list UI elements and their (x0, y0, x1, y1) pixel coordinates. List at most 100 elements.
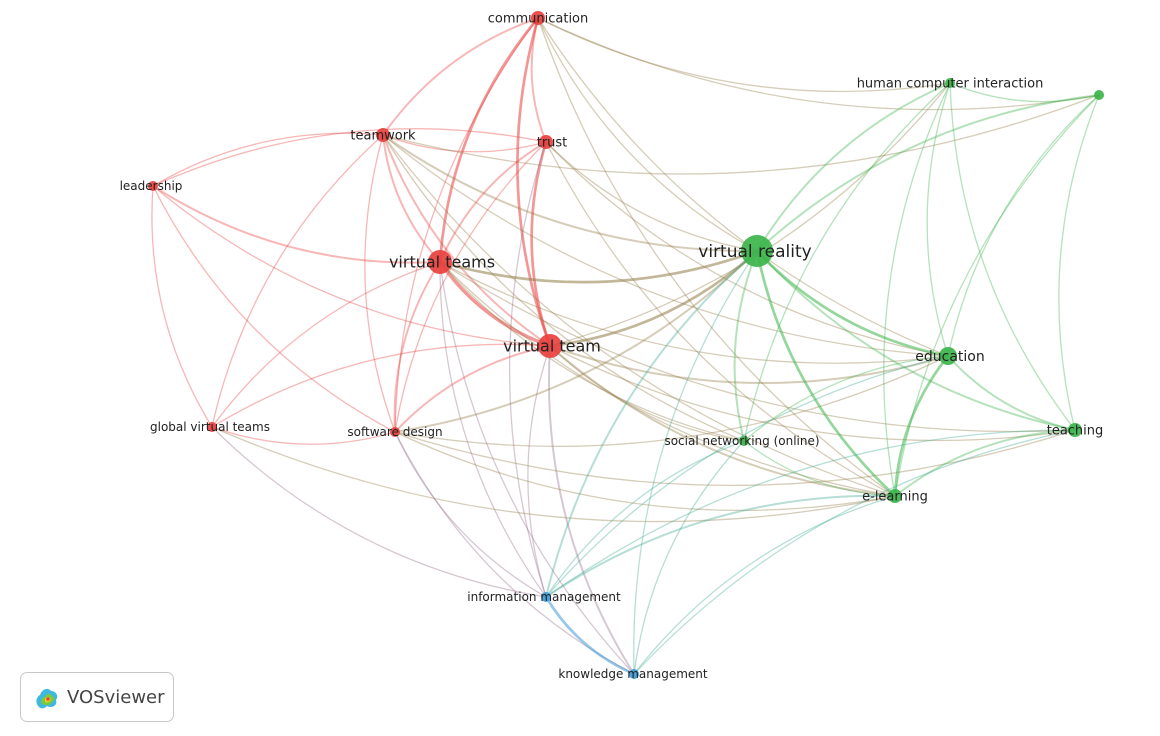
link-hci-green_unlabeled (949, 82, 1100, 103)
link-teamwork-software_design (364, 134, 396, 433)
node-e-learning[interactable] (888, 489, 902, 503)
label-education: education (915, 349, 984, 365)
link-communication-software_design (394, 17, 539, 433)
label-virtual-reality: virtual reality (698, 242, 811, 262)
link-software_design-education (394, 355, 949, 448)
node-virtual-teams[interactable] (428, 250, 452, 274)
link-trust-leadership (152, 128, 547, 187)
label-virtual-team: virtual team (503, 337, 601, 356)
vosviewer-logo-icon (36, 688, 58, 709)
label-global-virtual-teams: global virtual teams (150, 420, 270, 434)
link-virtual_reality-education (756, 250, 949, 358)
link-software_design-teaching (394, 429, 1076, 487)
link-teamwork-e_learning (382, 134, 896, 497)
label-hci: human computer interaction (857, 77, 1044, 92)
link-virtual_reality-knowledge_management (633, 250, 758, 675)
badge-title: VOSviewer (67, 686, 165, 708)
link-virtual_teams-virtual_team (438, 261, 551, 348)
node-virtual-team[interactable] (538, 334, 562, 358)
link-communication-virtual_teams (438, 17, 540, 263)
node-education[interactable] (939, 347, 957, 365)
link-software_design-virtual_reality (394, 250, 758, 433)
link-software_design-e_learning (394, 431, 896, 512)
label-virtual-teams: virtual teams (389, 253, 495, 272)
link-virtual_team-education (549, 345, 949, 385)
label-knowledge-management: knowledge management (558, 667, 708, 681)
link-teaching-e_learning (894, 429, 1076, 497)
link-teamwork-green_unlabeled (382, 94, 1100, 175)
link-trust-e_learning (545, 141, 896, 497)
link-virtual_team-hci (549, 82, 951, 347)
link-communication-education (537, 17, 949, 357)
node-teaching[interactable] (1068, 423, 1082, 437)
label-social-networking: social networking (online) (664, 434, 819, 448)
link-virtual_teams-knowledge_management (439, 261, 635, 675)
node-green-unlabeled[interactable] (1094, 90, 1104, 100)
link-virtual_team-virtual_reality (549, 250, 758, 348)
link-leadership-virtual_teams (152, 185, 441, 264)
link-e_learning-knowledge_management (633, 495, 896, 675)
link-communication-e_learning (537, 17, 896, 497)
link-virtual_team-global_virtual_teams (211, 343, 551, 428)
link-green_unlabeled-education (947, 94, 1100, 357)
node-virtual-reality[interactable] (741, 235, 773, 267)
link-software_design-knowledge_management (394, 431, 635, 675)
link-virtual_teams-software_design (393, 261, 441, 433)
link-green_unlabeled-teaching (1058, 94, 1100, 431)
link-virtual_team-e_learning (549, 345, 896, 497)
node-communication[interactable] (531, 11, 545, 25)
link-trust-education (545, 141, 949, 357)
node-trust[interactable] (539, 135, 553, 149)
link-communication-hci (537, 17, 951, 93)
label-e-learning: e-learning (862, 490, 928, 505)
node-leadership[interactable] (148, 181, 158, 191)
node-knowledge-management[interactable] (629, 669, 639, 679)
nodes-layer (148, 11, 1104, 679)
link-e_learning-information_management (545, 494, 896, 598)
link-green_unlabeled-e_learning (894, 94, 1100, 497)
link-virtual_team-teaching (549, 345, 1076, 442)
link-hci-e_learning (883, 82, 951, 497)
link-teamwork-virtual_reality (382, 134, 758, 253)
label-leadership: leadership (120, 179, 183, 193)
link-global_virtual_teams-e_learning (211, 426, 896, 523)
link-trust-virtual_team (530, 141, 552, 347)
label-communication: communication (488, 12, 589, 27)
label-software-design: software design (347, 425, 442, 439)
vosviewer-badge[interactable]: VOSviewer (20, 672, 174, 722)
link-trust-information_management (508, 141, 547, 598)
node-software-design[interactable] (390, 427, 400, 437)
node-global-virtual-teams[interactable] (207, 422, 217, 432)
label-trust: trust (537, 136, 568, 151)
link-teamwork-social_networking (382, 134, 745, 442)
node-social-networking[interactable] (739, 436, 749, 446)
link-teamwork-global_virtual_teams (211, 134, 384, 428)
link-virtual_team-knowledge_management (547, 345, 635, 675)
node-teamwork[interactable] (376, 128, 390, 142)
link-social_networking-information_management (545, 440, 745, 598)
link-education-e_learning (893, 355, 950, 497)
link-virtual_teams-virtual_reality (439, 249, 758, 284)
link-communication-green_unlabeled (537, 17, 1100, 111)
link-trust-virtual_reality (545, 141, 758, 252)
link-global_virtual_teams-information_management (211, 426, 547, 598)
link-leadership-virtual_team (152, 185, 551, 347)
link-education-information_management (545, 355, 949, 598)
link-hci-teaching (949, 82, 1076, 431)
label-teaching: teaching (1047, 424, 1104, 439)
link-teaching-knowledge_management (633, 429, 1076, 675)
link-software_design-information_management (394, 431, 547, 598)
link-communication-teamwork (382, 17, 539, 136)
link-social_networking-knowledge_management (633, 440, 745, 675)
node-hci[interactable] (945, 78, 955, 88)
link-virtual_team-software_design (394, 345, 551, 433)
link-teamwork-education (382, 134, 949, 357)
link-communication-virtual_team (516, 17, 552, 347)
link-education-social_networking (743, 355, 949, 442)
label-information-management: information management (467, 590, 621, 604)
link-virtual_teams-information_management (439, 261, 547, 598)
node-information-management[interactable] (541, 592, 551, 602)
link-education-teaching (947, 355, 1076, 431)
